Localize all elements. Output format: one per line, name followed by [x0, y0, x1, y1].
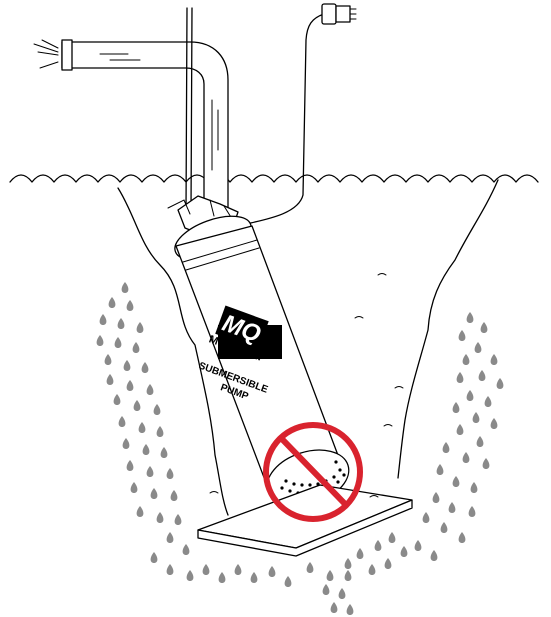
- water-droplet-icon: [481, 322, 488, 333]
- water-droplet-icon: [431, 550, 438, 561]
- water-droplet-icon: [375, 540, 382, 551]
- water-droplet-icon: [251, 572, 258, 583]
- water-droplet-icon: [124, 360, 131, 371]
- water-droplet-icon: [345, 570, 352, 581]
- water-droplet-icon: [459, 532, 466, 543]
- water-droplet-icon: [109, 297, 116, 308]
- water-droplet-icon: [175, 514, 182, 525]
- water-droplet-icon: [269, 566, 276, 577]
- water-droplet-icon: [122, 282, 129, 293]
- water-droplet-icon: [157, 426, 164, 437]
- water-droplet-icon: [485, 396, 492, 407]
- water-droplet-icon: [389, 532, 396, 543]
- water-droplet-icon: [119, 416, 126, 427]
- water-droplet-icon: [187, 570, 194, 581]
- water-droplet-icon: [123, 438, 130, 449]
- water-droplet-icon: [167, 532, 174, 543]
- water-droplet-icon: [437, 464, 444, 475]
- water-droplet-icon: [463, 452, 470, 463]
- water-droplet-icon: [157, 512, 164, 523]
- water-droplet-icon: [491, 418, 498, 429]
- water-droplet-icon: [327, 570, 334, 581]
- water-droplet-icon: [453, 402, 460, 413]
- water-droplet-icon: [471, 482, 478, 493]
- water-droplet-icon: [469, 506, 476, 517]
- water-droplet-icon: [151, 552, 158, 563]
- water-droplet-icon: [154, 404, 161, 415]
- water-droplet-icon: [467, 312, 474, 323]
- water-droplet-icon: [235, 564, 242, 575]
- water-droplet-icon: [107, 374, 114, 385]
- water-droplet-icon: [219, 572, 226, 583]
- water-droplet-icon: [433, 492, 440, 503]
- water-droplet-icon: [133, 342, 140, 353]
- water-droplet-icon: [161, 447, 168, 458]
- water-droplet-icon: [118, 318, 125, 329]
- water-droplet-icon: [345, 558, 352, 569]
- water-droplet-icon: [369, 564, 376, 575]
- water-droplet-icon: [143, 444, 150, 455]
- water-droplet-icon: [147, 384, 154, 395]
- water-droplet-icon: [477, 436, 484, 447]
- water-droplet-icon: [483, 458, 490, 469]
- water-droplet-icon: [457, 424, 464, 435]
- water-droplet-icon: [497, 378, 504, 389]
- water-droplet-icon: [183, 544, 190, 555]
- power-cable-plug: [242, 4, 356, 225]
- water-droplet-icon: [331, 602, 338, 613]
- water-droplet-icon: [423, 512, 430, 523]
- water-droplet-icon: [415, 540, 422, 551]
- water-droplet-icon: [105, 354, 112, 365]
- water-droplet-icon: [401, 546, 408, 557]
- water-droplet-icon: [127, 380, 134, 391]
- water-droplet-icon: [167, 468, 174, 479]
- water-droplet-icon: [137, 322, 144, 333]
- water-droplet-icon: [151, 488, 158, 499]
- water-surface: [10, 175, 538, 182]
- water-droplet-icon: [463, 354, 470, 365]
- water-droplet-icon: [443, 442, 450, 453]
- water-droplet-icon: [137, 506, 144, 517]
- water-droplet-icon: [100, 314, 107, 325]
- water-droplet-icon: [357, 548, 364, 559]
- water-droplet-icon: [167, 564, 174, 575]
- water-droplet-icon: [115, 337, 122, 348]
- water-droplet-icon: [473, 412, 480, 423]
- water-droplet-icon: [171, 490, 178, 501]
- water-droplet-icon: [203, 564, 210, 575]
- water-droplet-icon: [142, 362, 149, 373]
- water-droplet-icon: [459, 330, 466, 341]
- water-droplet-icon: [323, 584, 330, 595]
- water-droplet-icon: [475, 342, 482, 353]
- water-droplet-icon: [491, 354, 498, 365]
- water-droplet-icon: [347, 604, 354, 615]
- water-droplet-icon: [134, 400, 141, 411]
- water-droplet-icon: [97, 335, 104, 346]
- water-droplet-icon: [385, 558, 392, 569]
- water-droplet-icon: [441, 522, 448, 533]
- water-droplet-icon: [131, 482, 138, 493]
- water-droplet-icon: [285, 576, 292, 587]
- water-droplet-icon: [147, 466, 154, 477]
- water-droplet-icon: [127, 300, 134, 311]
- water-droplet-icon: [457, 372, 464, 383]
- water-droplet-icon: [453, 476, 460, 487]
- water-droplet-icon: [339, 588, 346, 599]
- water-droplet-icon: [449, 502, 456, 513]
- water-droplet-icon: [307, 562, 314, 573]
- water-droplet-icon: [467, 390, 474, 401]
- water-droplet-icon: [139, 422, 146, 433]
- water-droplet-icon: [114, 394, 121, 405]
- water-droplet-icon: [127, 460, 134, 471]
- water-droplet-icon: [479, 370, 486, 381]
